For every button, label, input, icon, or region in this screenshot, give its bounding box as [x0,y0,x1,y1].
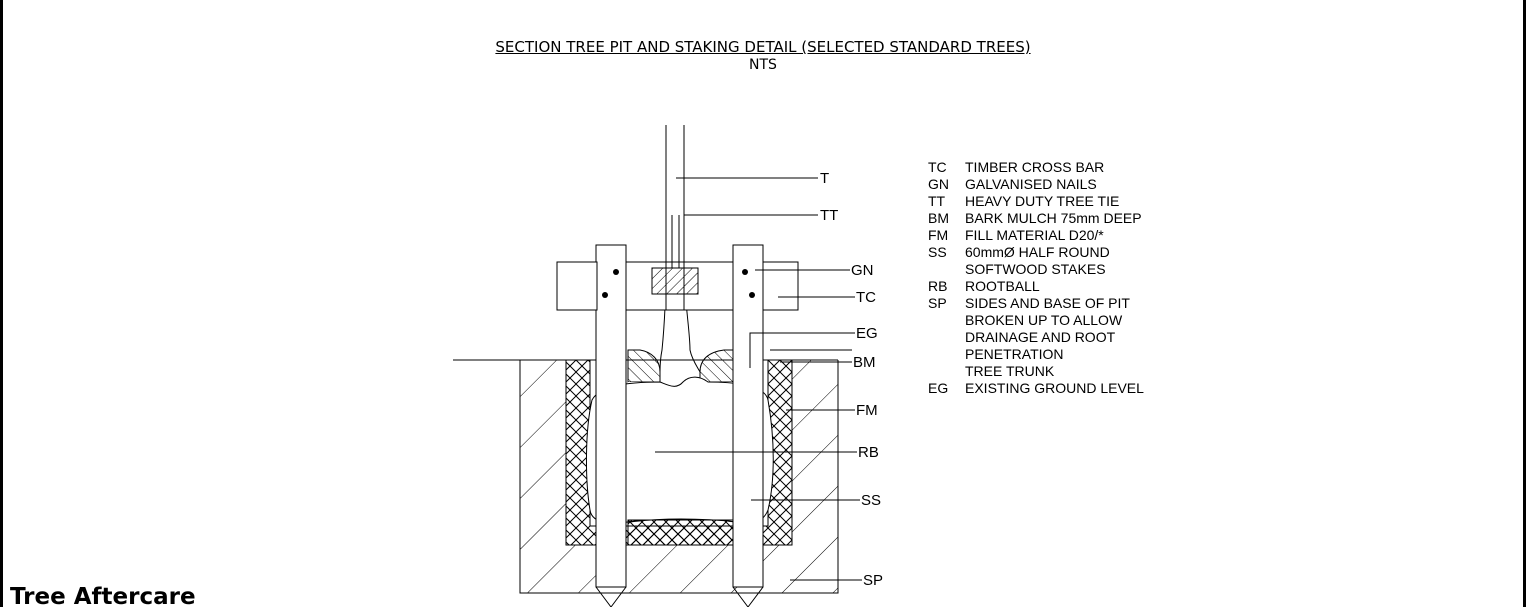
legend-code: GN [928,176,949,192]
callout-SS: SS [861,492,881,509]
rootball [585,376,774,546]
drawing-title: SECTION TREE PIT AND STAKING DETAIL (SEL… [0,38,1526,56]
legend-code: SS [928,244,947,260]
legend-code: TT [928,193,946,209]
callout-TT: TT [820,207,838,224]
legend-code: FM [928,227,948,243]
callout-EG: EG [856,325,878,342]
callout-FM: FM [856,402,878,419]
softwood-stake-left [595,244,627,607]
legend-text: FILL MATERIAL D20/* [965,227,1104,243]
legend-text: TIMBER CROSS BAR [965,159,1104,175]
section-heading: Tree Aftercare [10,584,196,610]
softwood-stake-right [732,244,764,607]
legend-text: PENETRATION [965,346,1064,362]
callout-leaders [655,177,862,581]
legend-code: RB [928,278,947,294]
legend-code: EG [928,380,948,396]
legend: TC TIMBER CROSS BAR GN GALVANISED NAILS … [928,159,1144,396]
legend-code: TC [928,159,947,175]
legend-text: EXISTING GROUND LEVEL [965,380,1144,396]
legend-text: SOFTWOOD STAKES [965,261,1106,277]
tree-tie [651,215,699,295]
legend-text: BARK MULCH 75mm DEEP [965,210,1142,226]
legend-text: SIDES AND BASE OF PIT [965,295,1130,311]
legend-text: ROOTBALL [965,278,1040,294]
callout-BM: BM [853,354,876,371]
legend-text: 60mmØ HALF ROUND [965,244,1110,260]
legend-code: SP [928,295,947,311]
galvanised-nails [602,269,755,298]
callout-TC: TC [856,289,876,306]
pit-sides-and-base [519,360,839,594]
legend-code: BM [928,210,949,226]
legend-text: GALVANISED NAILS [965,176,1097,192]
bark-mulch [627,349,741,383]
legend-text: TREE TRUNK [965,363,1055,379]
callout-RB: RB [858,444,879,461]
legend-text: BROKEN UP TO ALLOW [965,312,1123,328]
legend-text: HEAVY DUTY TREE TIE [965,193,1119,209]
title-text: SECTION TREE PIT AND STAKING DETAIL (SEL… [495,38,1031,56]
tree-trunk [659,125,701,373]
legend-text: DRAINAGE AND ROOT [965,329,1116,345]
callout-T: T [820,170,829,187]
scale-note: NTS [749,57,777,73]
callout-SP: SP [863,572,883,589]
callout-GN: GN [851,262,874,279]
